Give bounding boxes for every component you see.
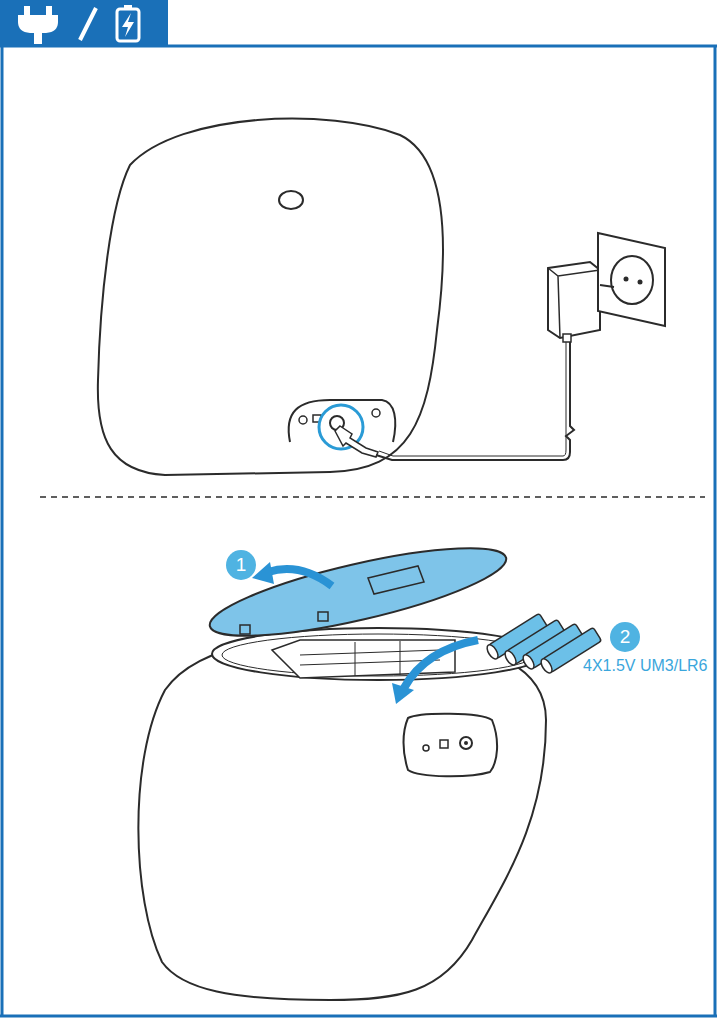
- open-arrow: [268, 569, 332, 586]
- adapter-strain-relief: [563, 334, 571, 342]
- speaker-body: [138, 635, 546, 1000]
- port: [440, 740, 448, 748]
- lid-tab: [318, 612, 328, 621]
- arrow-head: [392, 683, 414, 704]
- power-cable: [376, 340, 574, 460]
- adapter-edge: [548, 268, 600, 338]
- frame-line: [1, 46, 4, 1016]
- lid-tab: [240, 625, 250, 634]
- battery-spec: 4X1.5V UM3/LR6: [583, 657, 708, 675]
- plug-icon: [18, 6, 58, 44]
- port: [299, 416, 307, 424]
- plug-pin: [600, 285, 614, 287]
- socket-recess: [611, 256, 653, 304]
- callout-disc: [226, 550, 256, 580]
- battery-end: [485, 643, 500, 661]
- power-cable: [379, 340, 566, 456]
- side-panel: [404, 714, 498, 777]
- port: [460, 737, 472, 749]
- insert-arrow: [404, 640, 478, 688]
- socket-hole: [624, 277, 629, 282]
- power-adapter: [548, 262, 600, 338]
- socket-hole: [638, 280, 643, 285]
- battery-end: [503, 649, 518, 667]
- frame-line: [0, 45, 717, 48]
- callout-disc: [610, 622, 640, 652]
- frame-line: [0, 1015, 717, 1018]
- plug-cable: [34, 32, 42, 44]
- battery-end: [521, 653, 536, 671]
- plug-prong: [46, 6, 52, 16]
- speaker-body: [98, 119, 443, 475]
- wall-socket: [598, 233, 665, 326]
- port: [423, 745, 429, 751]
- slash-mark: [80, 8, 96, 40]
- battery-icon: [117, 5, 139, 41]
- speaker-hole: [279, 191, 303, 209]
- dc-plug: [335, 426, 378, 457]
- header-tab: [0, 0, 168, 46]
- callout-number: 2: [610, 622, 640, 652]
- plug-body: [18, 15, 58, 33]
- frame-line: [714, 46, 717, 1016]
- callout-circle: 2: [610, 622, 640, 652]
- lightning-bolt: [122, 13, 134, 37]
- callout-number: 1: [226, 550, 256, 580]
- plug-prong: [24, 6, 30, 16]
- battery-end: [539, 657, 554, 675]
- lid-latch: [368, 566, 424, 594]
- battery-lid: [204, 531, 513, 654]
- callout-circle: 1: [226, 550, 256, 580]
- port: [464, 741, 468, 745]
- port: [372, 409, 380, 417]
- section-divider: [40, 496, 705, 498]
- battery-outline: [117, 9, 139, 41]
